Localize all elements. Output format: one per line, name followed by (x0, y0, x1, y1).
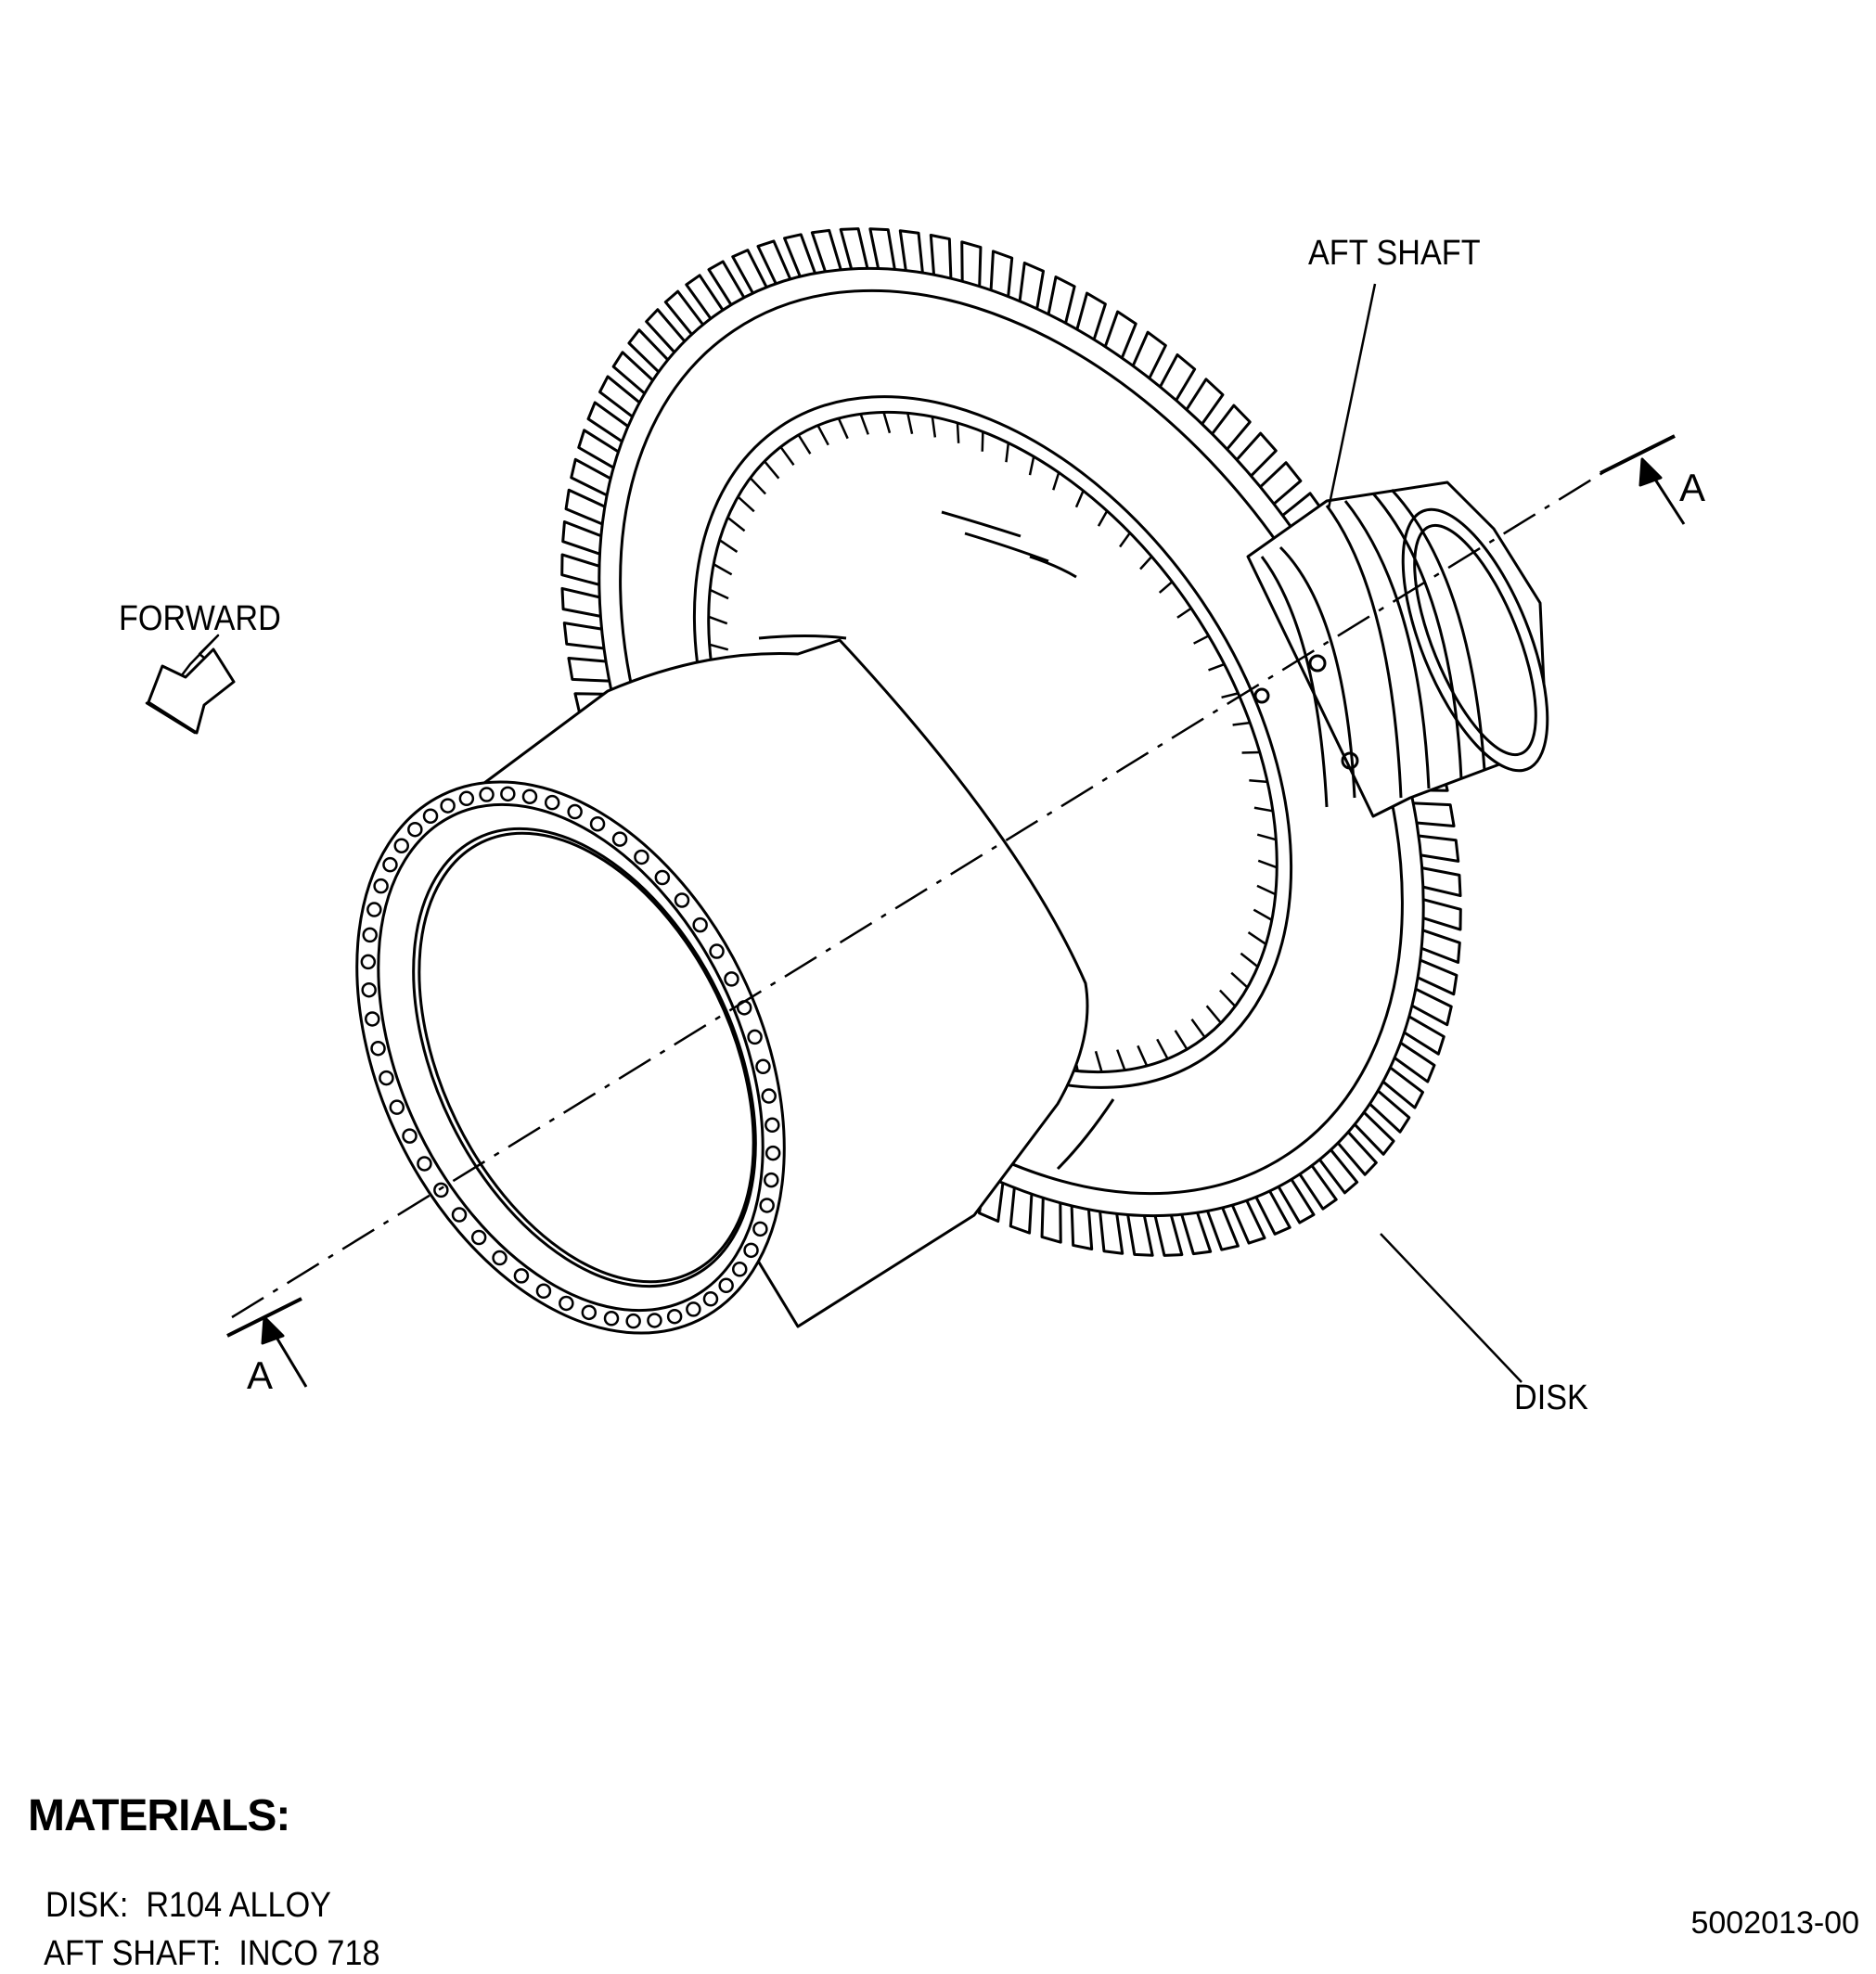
disk-tooth (1207, 1208, 1238, 1250)
disk-slot (957, 423, 958, 443)
disk-tooth (870, 229, 895, 270)
disk-tooth (1423, 900, 1460, 929)
disk-tooth (566, 490, 605, 524)
aft-shaft-label: AFT SHAFT (1308, 236, 1481, 271)
disk-tooth (841, 229, 867, 269)
disk-tooth (1418, 960, 1457, 994)
disk-tooth (1413, 803, 1454, 827)
disk-tooth (900, 231, 922, 273)
material-name: INCO 718 (238, 1934, 379, 1973)
disk-tooth (572, 459, 610, 495)
disk-tooth (564, 623, 604, 648)
disk-label: DISK (1514, 1380, 1588, 1416)
disk-tooth (1128, 1214, 1153, 1255)
material-line-aft-shaft: AFT SHAFT: INCO 718 (28, 1894, 380, 1974)
disk-leader (1381, 1234, 1522, 1382)
disk-tooth (1010, 1187, 1032, 1233)
material-part: AFT SHAFT: (44, 1934, 221, 1973)
disk-tooth (562, 588, 600, 616)
aft-shaft-leader (1329, 284, 1375, 508)
disk-tooth (812, 230, 841, 271)
disk-tooth (562, 555, 599, 584)
disk-tooth (1421, 930, 1459, 963)
disk-tooth (785, 235, 816, 276)
forward-label: FORWARD (119, 601, 281, 636)
disk-tooth (569, 658, 610, 681)
disk-tooth (1100, 1211, 1123, 1253)
disk-tooth (1072, 1206, 1092, 1250)
disk-slot (1249, 780, 1267, 782)
disk-tooth (1422, 868, 1460, 896)
disk-tooth (563, 522, 601, 555)
section-label-top: A (1679, 468, 1705, 507)
drawing-number: 5002013-00 (1690, 1905, 1859, 1942)
materials-title: MATERIALS: (28, 1790, 289, 1841)
disk-tooth (1182, 1212, 1211, 1253)
disk-tooth (962, 242, 981, 287)
disk-tooth (991, 251, 1012, 297)
disk-tooth (1155, 1215, 1182, 1255)
section-label-bottom: A (247, 1356, 273, 1395)
disk-tooth (1419, 836, 1458, 861)
disk-tooth (931, 235, 951, 278)
section-marker-top (1600, 436, 1684, 524)
disk-tooth (1042, 1198, 1060, 1242)
disk-tooth (1412, 989, 1451, 1025)
